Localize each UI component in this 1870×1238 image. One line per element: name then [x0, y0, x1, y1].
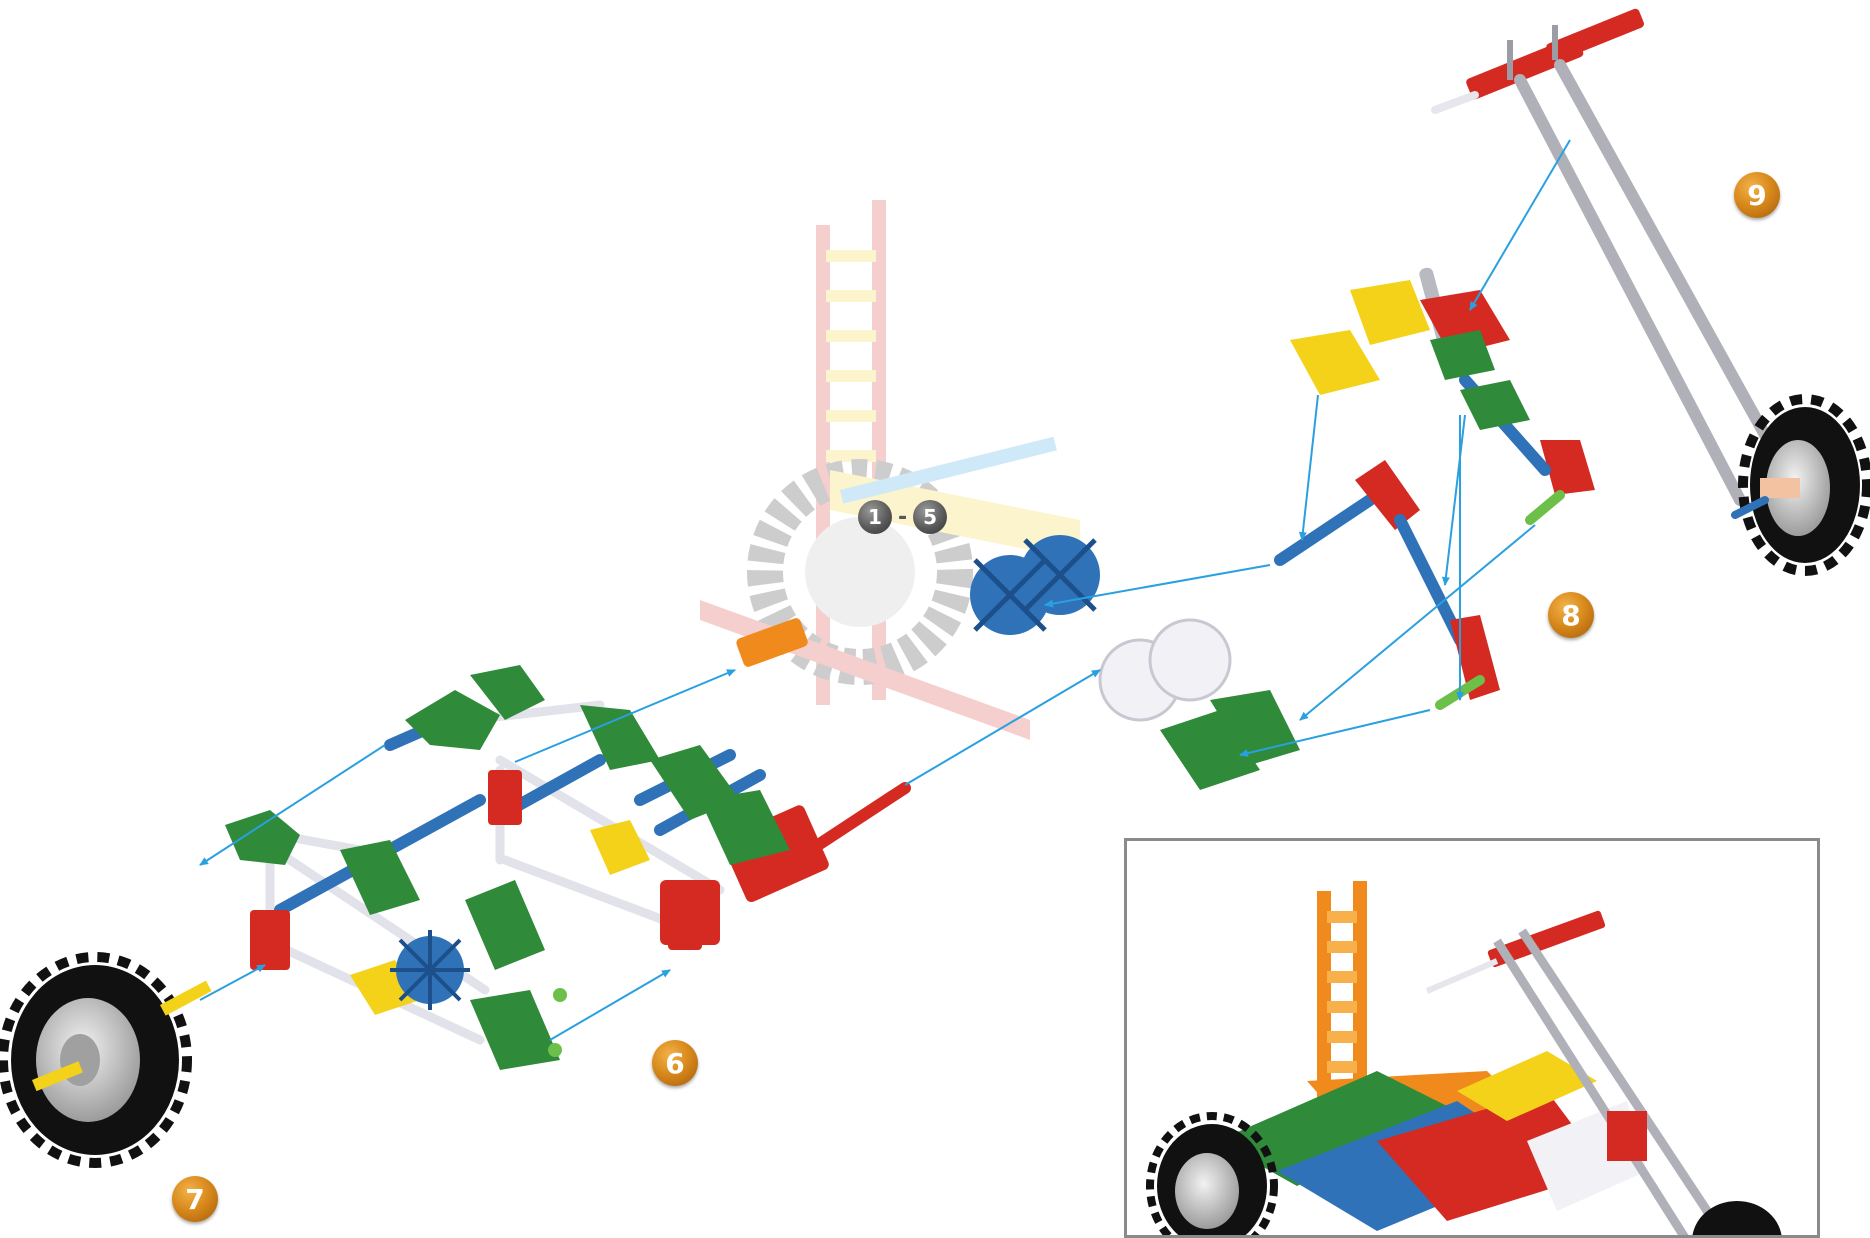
- chassis-frame: [225, 665, 905, 1070]
- step-range-separator: -: [898, 505, 907, 530]
- step-6-badge: 6: [652, 1040, 698, 1086]
- step-8-badge: 8: [1548, 592, 1594, 638]
- step-range-end: 5: [913, 500, 947, 534]
- completed-model-inset: [1124, 838, 1820, 1238]
- step-7-badge: 7: [172, 1176, 218, 1222]
- front-fork: [1435, 8, 1867, 571]
- completed-model-illustration: [1127, 841, 1820, 1238]
- step-9-badge: 9: [1734, 172, 1780, 218]
- step-range-badge: 1 - 5: [858, 500, 947, 534]
- rear-wheel: [3, 957, 212, 1163]
- step-range-start: 1: [858, 500, 892, 534]
